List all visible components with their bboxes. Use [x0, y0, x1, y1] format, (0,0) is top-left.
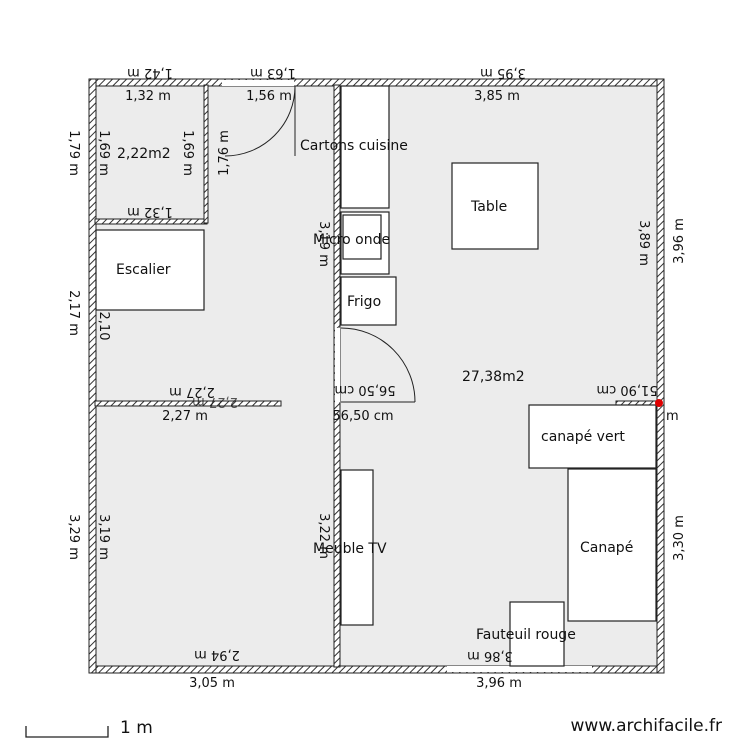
- main-area-label: 27,38m2: [462, 369, 525, 385]
- dim-left-3-in: 3,19 m: [96, 514, 111, 560]
- wall-middle-horizontal: [94, 400, 282, 407]
- dim-door-upright: 56,50 cm: [332, 409, 393, 424]
- fauteuil-box: [509, 601, 565, 667]
- canape-box: [567, 468, 657, 622]
- dim-bottom-2-in: 3,86 m: [467, 648, 513, 663]
- watermark: www.archifacile.fr: [570, 716, 722, 736]
- dim-right-2-out: 3,30 m: [672, 515, 687, 561]
- canape-vert-label: canapé vert: [541, 429, 625, 445]
- table-box: [451, 162, 539, 250]
- dim-wc-bottom: 1,32 m: [127, 204, 173, 219]
- dim-right-door: 51,90 cm: [596, 382, 657, 397]
- dim-right-1-in: 3,89 m: [636, 220, 651, 266]
- cartons-cuisine-box: [340, 85, 390, 209]
- table-label: Table: [470, 199, 507, 215]
- dim-bottom-2-out: 3,96 m: [476, 676, 522, 691]
- wall-wc-right: [203, 84, 209, 224]
- door-swing-top: [224, 85, 296, 157]
- escalier-label: Escalier: [116, 262, 171, 278]
- dim-top-2: 1,63 m: [250, 65, 296, 80]
- canape-vert-box: [528, 404, 657, 469]
- door-swing-partition: [340, 327, 416, 403]
- dim-partition-lower: 3,22 m: [316, 513, 331, 559]
- dim-bottom-1-out: 3,05 m: [189, 676, 235, 691]
- dim-left-1: 1,79 m: [66, 130, 81, 176]
- door-opening-bottom: [447, 666, 592, 672]
- dim-in-top-3: 3,85 m: [474, 89, 520, 104]
- dim-left-2: 2,17 m: [66, 290, 81, 336]
- dim-mid-upright: 2,27 m: [162, 409, 208, 424]
- cartons-cuisine-label: Cartons cuisine: [300, 138, 408, 154]
- wall-right: [656, 78, 665, 674]
- dim-top-3: 3,95 m: [480, 65, 526, 80]
- wall-left: [88, 78, 97, 674]
- escalier-box: [95, 229, 205, 311]
- frigo-box: [340, 276, 397, 326]
- frigo-label: Frigo: [347, 294, 381, 310]
- wall-top: [88, 78, 665, 87]
- dim-in-top-2: 1,56 m: [246, 89, 292, 104]
- reference-marker: [655, 399, 663, 407]
- scale-label: 1 m: [120, 718, 153, 738]
- scale-bar: [25, 726, 109, 738]
- dim-partition-upper: 3,19 m: [316, 221, 331, 267]
- door-opening-partition: [335, 328, 340, 402]
- dim-bottom-1-in: 2,94 m: [194, 647, 240, 662]
- dim-left-3: 3,29 m: [66, 514, 81, 560]
- dim-wc-right: 1,69 m: [180, 130, 195, 176]
- dim-door-upside: 56,50 cm: [334, 382, 395, 397]
- dim-right-1-out: 3,96 m: [672, 218, 687, 264]
- canape-label: Canapé: [580, 540, 633, 556]
- fauteuil-label: Fauteuil rouge: [476, 627, 576, 643]
- meuble-tv-box: [340, 469, 374, 626]
- dim-top-1: 1,42 m: [127, 65, 173, 80]
- micro-onde-inner: [342, 214, 382, 260]
- dim-left-1-in: 1,69 m: [96, 130, 111, 176]
- dim-door-vertical: 1,76 m: [217, 130, 232, 176]
- dim-mid-ghost: 2,27 m: [192, 394, 238, 409]
- dim-right-door-unit: m: [666, 409, 679, 424]
- door-opening-top: [222, 80, 294, 86]
- micro-onde-label: Micro onde: [313, 232, 390, 248]
- dim-left-2-in: 2,10: [96, 312, 111, 341]
- dim-mid-upside: 2,27 m: [169, 384, 215, 399]
- wc-area-label: 2,22m2: [117, 146, 171, 162]
- dim-in-top-1: 1,32 m: [125, 89, 171, 104]
- meuble-tv-label: Meuble TV: [313, 541, 387, 557]
